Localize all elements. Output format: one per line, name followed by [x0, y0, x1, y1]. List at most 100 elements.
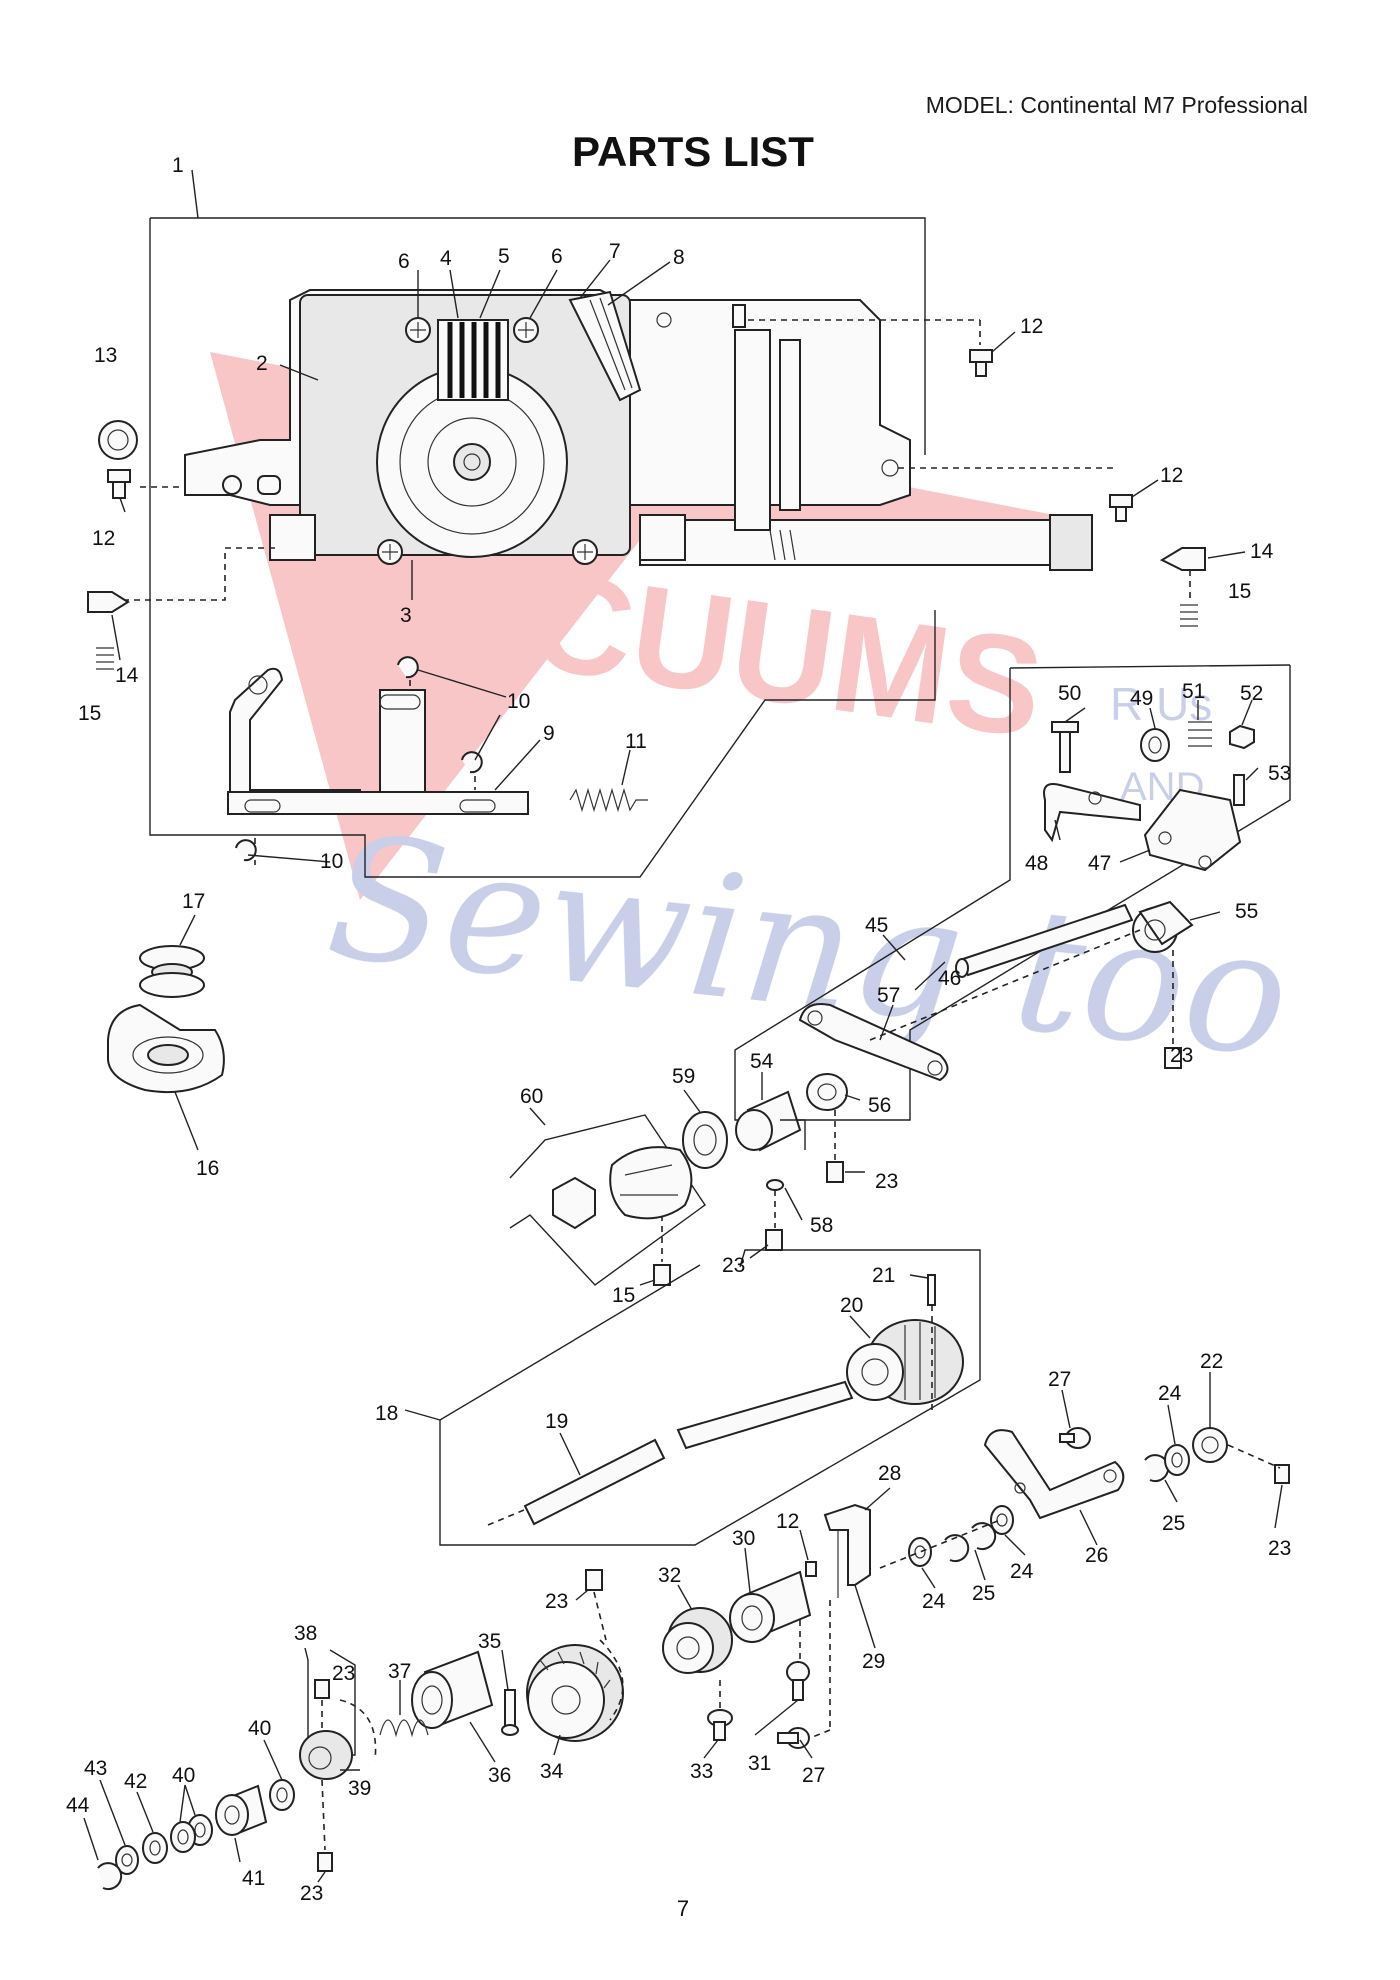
callout-14a: 14 [115, 664, 139, 687]
callout-27a: 27 [1048, 1368, 1071, 1391]
model-label: MODEL: Continental M7 Professional [925, 92, 1308, 118]
pin-14-right [1159, 547, 1206, 571]
callout-43: 43 [84, 1757, 107, 1780]
callout-25a: 25 [1162, 1512, 1185, 1535]
callout-56: 56 [868, 1094, 891, 1117]
callout-19: 19 [545, 1410, 568, 1433]
callout-55: 55 [1235, 900, 1258, 923]
callout-53: 53 [1268, 762, 1291, 785]
feed-link-lever [227, 656, 648, 862]
presser-shaft-assembly [653, 664, 1291, 1286]
callout-25b: 25 [972, 1582, 995, 1605]
callout-24a: 24 [1158, 1382, 1182, 1405]
page-number: 7 [676, 1896, 690, 1921]
callout-48: 48 [1025, 852, 1048, 875]
callout-23g: 23 [300, 1882, 323, 1905]
spring-15-left [96, 647, 114, 670]
callout-14b: 14 [1250, 540, 1274, 563]
callout-45: 45 [865, 914, 888, 937]
rocker-cluster [729, 1427, 1290, 1749]
callout-6a: 6 [398, 250, 410, 273]
gear-cluster [379, 1569, 733, 1742]
callout-22: 22 [1200, 1350, 1223, 1373]
left-end-cluster [97, 1649, 377, 1891]
callout-59: 59 [672, 1065, 695, 1088]
callout-15c: 15 [612, 1284, 635, 1307]
callout-12c: 12 [92, 527, 115, 550]
callout-11: 11 [625, 730, 647, 753]
foot-bracket-group [1043, 721, 1255, 872]
callout-23a: 23 [1170, 1044, 1193, 1067]
callout-8: 8 [673, 246, 685, 269]
callout-36: 36 [488, 1764, 511, 1787]
callout-27b: 27 [802, 1764, 825, 1787]
callout-24b: 24 [922, 1590, 946, 1613]
callout-10b: 10 [320, 850, 343, 873]
callout-9: 9 [543, 722, 555, 745]
callout-38: 38 [294, 1622, 317, 1645]
callout-6b: 6 [551, 245, 563, 268]
screw-12-top [969, 349, 993, 377]
callout-29: 29 [862, 1650, 885, 1673]
callout-47: 47 [1088, 852, 1111, 875]
callout-10a: 10 [507, 690, 530, 713]
washer-13 [98, 420, 138, 460]
upper-hook-assembly [149, 169, 1093, 878]
bobbin-17 [139, 945, 205, 998]
callout-35: 35 [478, 1630, 501, 1653]
page-title: PARTS LIST [572, 128, 814, 175]
callout-52: 52 [1240, 682, 1263, 705]
callout-32: 32 [658, 1564, 681, 1587]
callout-23f: 23 [332, 1662, 355, 1685]
callout-42: 42 [124, 1770, 147, 1793]
callout-58: 58 [810, 1214, 833, 1237]
callout-15a: 15 [78, 702, 101, 725]
callout-23e: 23 [545, 1590, 568, 1613]
leader-lines [83, 259, 1283, 1883]
cam-group-60 [509, 1114, 706, 1286]
callout-17: 17 [182, 890, 205, 913]
callout-18: 18 [375, 1402, 398, 1425]
spring-15-right [1180, 604, 1198, 627]
callout-28: 28 [878, 1462, 901, 1485]
callout-1: 1 [172, 154, 184, 177]
callout-34: 34 [540, 1760, 564, 1783]
callout-37: 37 [388, 1660, 411, 1683]
callout-7: 7 [609, 240, 621, 263]
callout-2: 2 [256, 352, 268, 375]
callout-51: 51 [1182, 680, 1205, 703]
callout-23c: 23 [722, 1254, 745, 1277]
callout-50: 50 [1058, 682, 1081, 705]
callout-39: 39 [348, 1777, 371, 1800]
callout-13: 13 [94, 344, 117, 367]
callout-49: 49 [1130, 687, 1153, 710]
lower-shaft-assembly [439, 1249, 981, 1546]
callout-57: 57 [877, 984, 900, 1007]
callout-40a: 40 [248, 1717, 271, 1740]
callout-60: 60 [520, 1085, 543, 1108]
screw-12-left [107, 469, 131, 499]
callout-21: 21 [872, 1264, 895, 1287]
callout-labels: 1 2 3 4 5 6 6 7 8 9 10 10 11 12 12 12 12… [66, 154, 1291, 1905]
callout-20: 20 [840, 1294, 863, 1317]
callout-15b: 15 [1228, 580, 1251, 603]
callout-44: 44 [66, 1794, 90, 1817]
callout-5: 5 [498, 245, 510, 268]
callout-40b: 40 [172, 1764, 195, 1787]
callout-23d: 23 [1268, 1537, 1291, 1560]
callout-12d: 12 [776, 1510, 799, 1533]
pin-14-left [87, 591, 130, 613]
watermark-line2: R Us [1110, 678, 1212, 730]
bobbin-case-16 [107, 1003, 225, 1094]
callout-33: 33 [690, 1760, 713, 1783]
callout-3: 3 [400, 604, 412, 627]
callout-4: 4 [440, 247, 452, 270]
callout-24c: 24 [1010, 1560, 1034, 1583]
callout-31: 31 [748, 1752, 771, 1775]
callout-23b: 23 [875, 1170, 898, 1193]
callout-41: 41 [242, 1867, 265, 1890]
callout-12b: 12 [1160, 464, 1183, 487]
callout-46: 46 [938, 967, 961, 990]
